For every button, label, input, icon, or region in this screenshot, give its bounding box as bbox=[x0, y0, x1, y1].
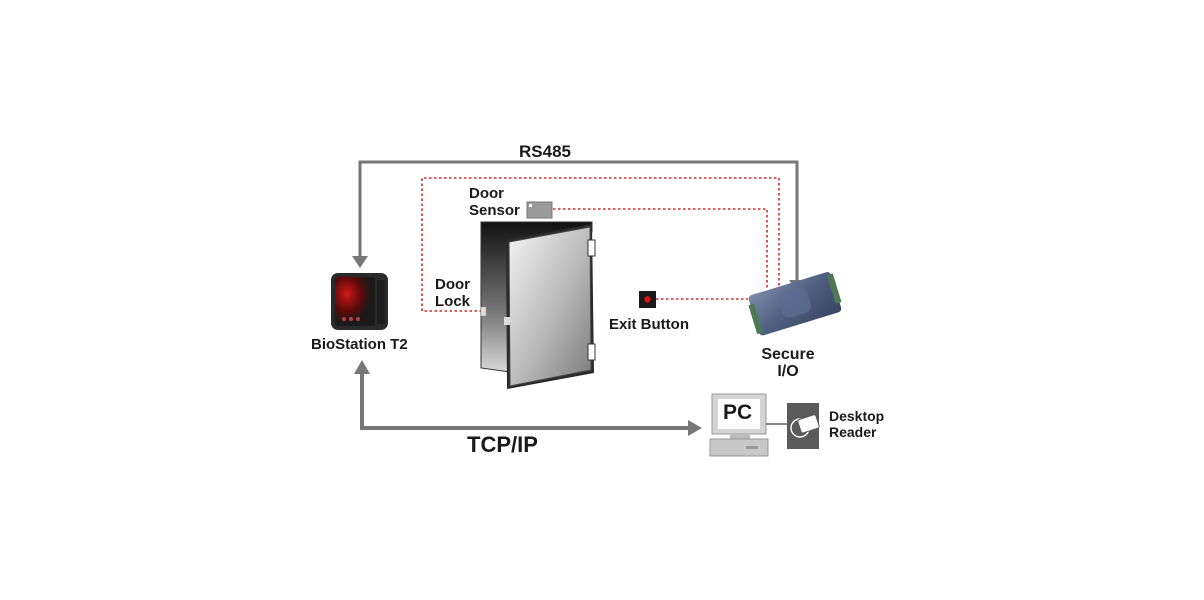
door-lock-label: Door Lock bbox=[435, 276, 470, 310]
door-sensor-label: Door Sensor bbox=[469, 185, 520, 219]
biostation-label: BioStation T2 bbox=[311, 336, 408, 353]
door-sensor-icon bbox=[526, 201, 553, 219]
door-sensor-label-line2: Sensor bbox=[469, 202, 520, 219]
tcpip-label: TCP/IP bbox=[467, 432, 538, 457]
door-lock-label-line1: Door bbox=[435, 276, 470, 293]
arrowhead-icon bbox=[688, 420, 702, 436]
door-lock-wire bbox=[421, 177, 780, 312]
desktop-reader-label-line2: Reader bbox=[829, 424, 877, 440]
exit-button-label: Exit Button bbox=[609, 316, 689, 333]
door bbox=[480, 221, 596, 389]
arrowhead-icon bbox=[352, 256, 368, 268]
biostation-device bbox=[331, 273, 388, 330]
secure-io-device bbox=[748, 272, 842, 336]
door-sensor-label-line1: Door bbox=[469, 185, 504, 202]
desktop-reader-device bbox=[787, 403, 820, 449]
door-sensor-wire bbox=[553, 208, 768, 290]
tcpip-connection bbox=[354, 360, 702, 436]
door-lock-icon bbox=[480, 306, 487, 317]
hinge-icon bbox=[587, 343, 596, 361]
desktop-reader-label: Desktop Reader bbox=[829, 408, 884, 440]
sensor-led bbox=[529, 204, 532, 207]
exit-button-device bbox=[639, 291, 656, 308]
hinge-icon bbox=[587, 239, 596, 257]
secure-io-label-line2: I/O bbox=[777, 363, 799, 380]
secure-io-label: Secure I/O bbox=[755, 346, 821, 380]
pc-label: PC bbox=[723, 401, 753, 424]
arrowhead-icon bbox=[354, 360, 370, 374]
door-strike-icon bbox=[504, 317, 510, 325]
secure-io-label-line1: Secure bbox=[761, 346, 815, 363]
door-lock-label-line2: Lock bbox=[435, 293, 471, 310]
rs485-label: RS485 bbox=[519, 142, 571, 161]
desktop-reader-label-line1: Desktop bbox=[829, 408, 885, 424]
pc-device bbox=[709, 393, 788, 457]
wiring-lines bbox=[421, 177, 780, 312]
